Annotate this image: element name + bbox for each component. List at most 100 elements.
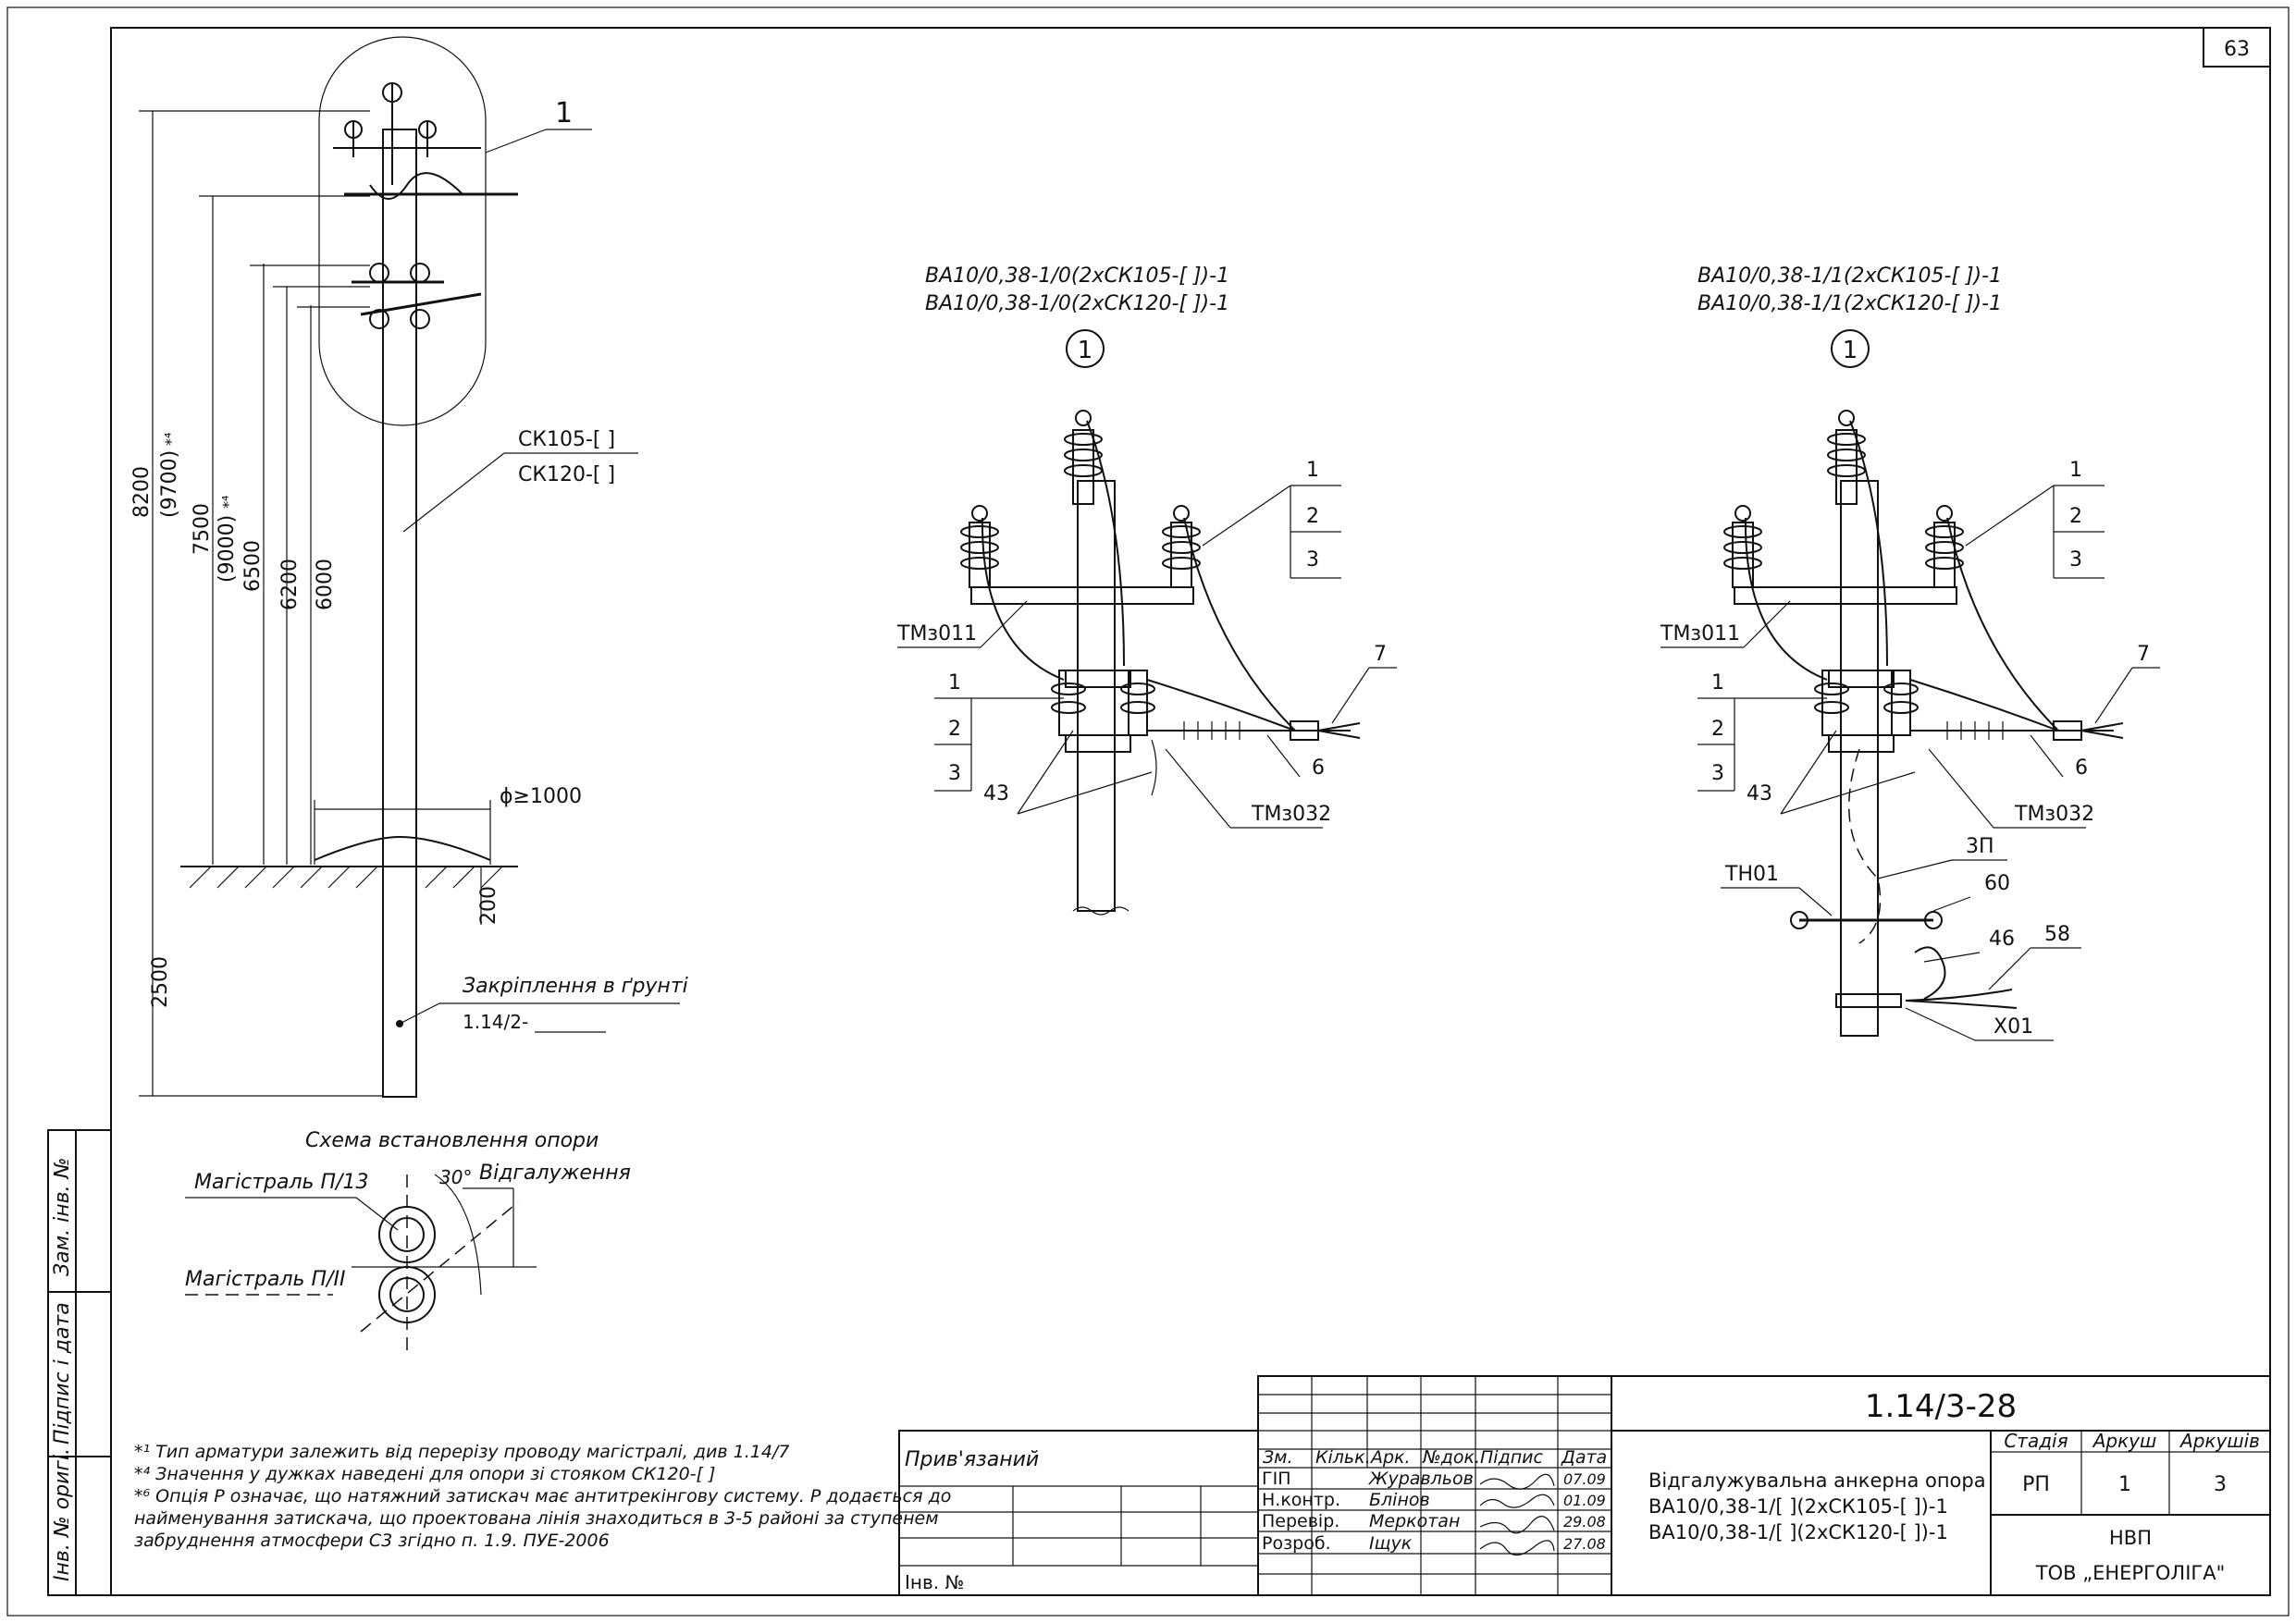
sheets-header: Аркушів — [2179, 1430, 2260, 1452]
left-view: 1 СК105-[ ] СК120-[ ] 8200 (9700) *⁴ 750… — [130, 36, 688, 1098]
signature-rozrob — [1479, 1540, 1555, 1556]
callout-balloon — [318, 36, 487, 426]
mid-label-3a: 3 — [1306, 548, 1319, 572]
dim-6000: 6000 — [314, 559, 337, 610]
dim-9700: (9700) — [158, 450, 181, 518]
stamp-role-nkontr: Н.контр. — [1262, 1490, 1340, 1510]
right-pole — [1840, 480, 1879, 1037]
right-callout: 1 — [1843, 337, 1858, 364]
drawing-code: 1.14/3-28 — [1865, 1388, 2017, 1425]
stamp-role-gip: ГІП — [1262, 1469, 1290, 1489]
ground-diameter: ϕ≥1000 — [500, 785, 582, 808]
pole — [382, 129, 417, 1098]
stamp-h-pidpys: Підпис — [1480, 1447, 1543, 1468]
right-label-tmz032: ТМз032 — [2014, 803, 2094, 826]
mid-label-2b: 2 — [948, 718, 961, 741]
middle-pole — [1077, 480, 1116, 912]
mid-label-1a: 1 — [1306, 459, 1319, 482]
scheme-branch: Відгалуження — [479, 1162, 631, 1185]
right-label-46: 46 — [1989, 928, 2015, 951]
mid-label-tmz011: ТМз011 — [896, 622, 977, 646]
right-label-tn01: ТН01 — [1724, 863, 1779, 886]
right-label-3p: 3П — [1966, 835, 1994, 858]
stamp-h-ark: Арк. — [1369, 1447, 1411, 1468]
drawing-title-1: Відгалужувальна анкерна опора — [1648, 1469, 1986, 1492]
stage-header: Стадія — [2004, 1430, 2068, 1452]
scheme-main-p11: Магістраль П/ІІ — [185, 1268, 345, 1291]
stamp-role-perevir: Перевір. — [1262, 1511, 1339, 1531]
middle-view: ВА10/0,38-1/0(2хСК105-[ ])-1 ВА10/0,38-1… — [896, 264, 1397, 916]
right-label-6: 6 — [2075, 756, 2088, 780]
stamp-name-rozrob: Іщук — [1369, 1533, 1413, 1554]
stamp-bound-label: Прив'язаний — [905, 1448, 1039, 1471]
ground-fix-label: Закріплення в ґрунті — [463, 975, 688, 998]
star-note-2: *⁴ — [219, 496, 237, 509]
dim-6500: 6500 — [241, 540, 265, 592]
right-label-1b: 1 — [1711, 671, 1724, 695]
scheme-main-p13: Магістраль П/13 — [194, 1171, 368, 1194]
scheme-angle: 30° — [439, 1166, 472, 1188]
stamp-h-data: Дата — [1561, 1447, 1607, 1468]
note-3: *⁶ Опція Р означає, що натяжний затискач… — [134, 1486, 951, 1506]
right-title-2: ВА10/0,38-1/1(2хСК120-[ ])-1 — [1697, 292, 2002, 315]
right-label-3a: 3 — [2069, 548, 2082, 572]
stamp-date-rozrob: 27.08 — [1563, 1535, 1606, 1553]
left-callout: 1 — [555, 97, 573, 129]
org-line-2: ТОВ „ЕНЕРГОЛІГА" — [2035, 1562, 2225, 1584]
sheet-value: 1 — [2118, 1473, 2131, 1496]
page-number: 63 — [2224, 38, 2250, 61]
dim-8200: 8200 — [130, 466, 154, 518]
note-5: забруднення атмосфери С3 згідно п. 1.9. … — [134, 1531, 610, 1551]
right-label-60: 60 — [1984, 872, 2010, 895]
side-replace-inv: Зам. інв. № — [51, 1158, 74, 1277]
pole-label-sk120: СК120-[ ] — [518, 463, 615, 486]
stage-value: РП — [2022, 1473, 2050, 1496]
middle-crossarm — [970, 586, 1194, 605]
drawing-title-2: ВА10/0,38-1/[ ](2хСК105-[ ])-1 — [1648, 1495, 1948, 1518]
side-stamp: Інв. № оригі. Підпис і дата Зам. інв. № — [47, 1129, 112, 1596]
side-sign-date: Підпис і дата — [51, 1302, 74, 1445]
note-2: *⁴ Значення у дужках наведені для опори … — [134, 1464, 715, 1484]
dim-9000: (9000) — [216, 515, 239, 583]
stamp-date-nkontr: 01.09 — [1563, 1492, 1606, 1509]
side-inv-orig: Інв. № оригі. — [51, 1448, 74, 1581]
signature-nkontr — [1479, 1494, 1555, 1508]
stamp-date-perevir: 29.08 — [1563, 1513, 1606, 1531]
star-note-1: *⁴ — [162, 433, 179, 446]
middle-title-1: ВА10/0,38-1/0(2хСК105-[ ])-1 — [925, 264, 1229, 288]
mid-label-43: 43 — [983, 782, 1009, 805]
stamp-name-nkontr: Блінов — [1369, 1490, 1430, 1510]
notes: *¹ Тип арматури залежить від перерізу пр… — [134, 1442, 951, 1551]
stamp-h-ndok: №док. — [1422, 1447, 1480, 1468]
sheet-header: Аркуш — [2092, 1430, 2157, 1452]
drawing-title-3: ВА10/0,38-1/[ ](2хСК120-[ ])-1 — [1648, 1521, 1948, 1543]
right-label-2a: 2 — [2069, 505, 2082, 528]
note-4: найменування затискача, що проектована л… — [134, 1508, 939, 1529]
signature-perevir — [1479, 1516, 1555, 1534]
right-label-43: 43 — [1747, 782, 1772, 805]
stamp-date-gip: 07.09 — [1563, 1470, 1606, 1488]
dim-2500: 2500 — [149, 956, 172, 1008]
page-number-box — [2203, 27, 2271, 68]
sheets-value: 3 — [2214, 1473, 2227, 1496]
middle-callout: 1 — [1078, 337, 1093, 364]
title-block: Прив'язаний Інв. № Зм. Кільк. Арк. №д — [898, 1375, 2271, 1596]
stamp-inv-label: Інв. № — [905, 1571, 964, 1593]
right-label-1a: 1 — [2069, 459, 2082, 482]
inner-frame — [110, 27, 2271, 1596]
installation-scheme: Схема встановлення опори Магістраль П/13… — [185, 1129, 631, 1350]
scheme-title: Схема встановлення опори — [305, 1129, 599, 1152]
signature-gip — [1479, 1473, 1555, 1490]
right-crossarm — [1734, 586, 1957, 605]
ground-fix-code: 1.14/2- — [463, 1011, 528, 1033]
mid-label-7: 7 — [1374, 643, 1387, 666]
middle-title-2: ВА10/0,38-1/0(2хСК120-[ ])-1 — [925, 292, 1229, 315]
right-title-1: ВА10/0,38-1/1(2хСК105-[ ])-1 — [1697, 264, 2002, 288]
stamp-role-rozrob: Розроб. — [1262, 1533, 1331, 1554]
stamp-h-zm: Зм. — [1263, 1447, 1293, 1468]
dim-7500: 7500 — [191, 503, 214, 555]
right-label-58: 58 — [2044, 923, 2070, 946]
stamp-name-perevir: Меркотан — [1369, 1511, 1460, 1531]
note-1: *¹ Тип арматури залежить від перерізу пр… — [134, 1442, 789, 1462]
